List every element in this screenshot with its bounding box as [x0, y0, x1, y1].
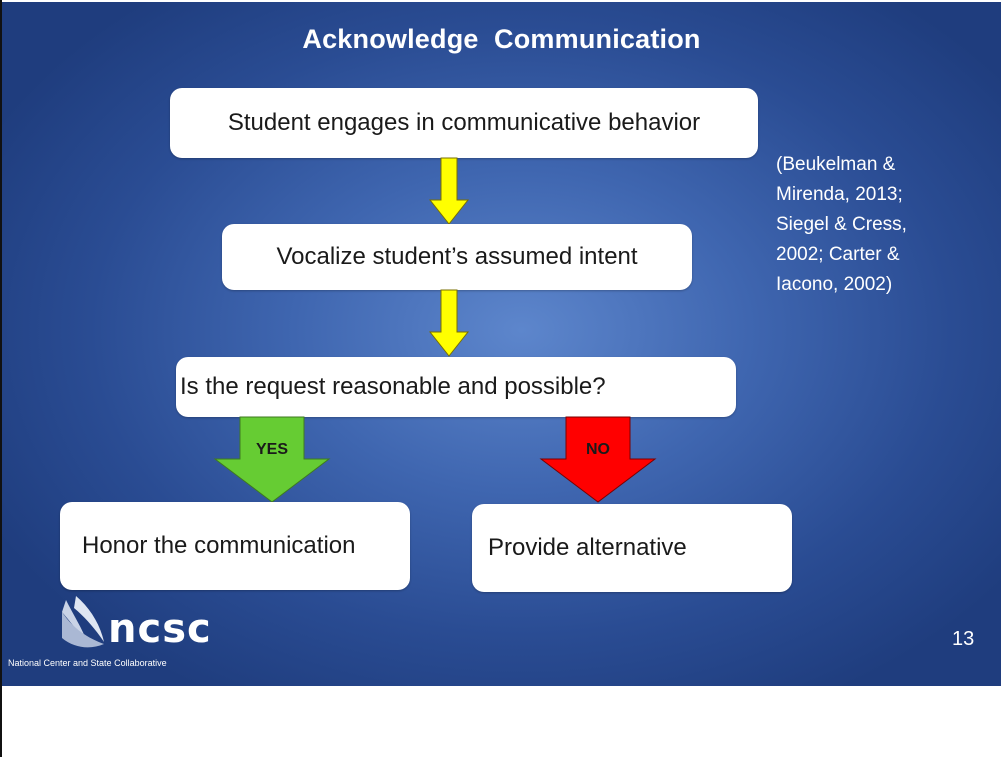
step-engages-box: Student engages in communicative behavio…: [170, 88, 758, 158]
step-vocalize-text: Vocalize student’s assumed intent: [276, 243, 638, 270]
logo-tagline: National Center and State Collaborative: [8, 658, 167, 668]
citation-line: (Beukelman &: [776, 154, 896, 175]
step-vocalize-box: Vocalize student’s assumed intent: [222, 224, 692, 290]
honor-communication-text: Honor the communication: [82, 532, 356, 559]
page-left-border: [0, 0, 2, 757]
citation-line: Iacono, 2002): [776, 274, 893, 295]
step-engages-text: Student engages in communicative behavio…: [227, 109, 701, 136]
citation: (Beukelman & Mirenda, 2013; Siegel & Cre…: [776, 150, 976, 300]
down-arrow-1: [428, 157, 470, 225]
down-arrow-2: [428, 289, 470, 357]
page-number: 13: [952, 628, 975, 650]
slide-title: Acknowledge Communication: [302, 24, 701, 54]
ncsc-logo-mark: [62, 596, 104, 648]
no-arrow: [539, 416, 657, 503]
provide-alternative-box: Provide alternative: [472, 504, 792, 592]
yes-arrow: [213, 416, 331, 503]
decision-question-text: Is the request reasonable and possible?: [180, 373, 606, 400]
slide: Acknowledge Communication Student engage…: [2, 2, 1001, 686]
logo-wordmark: ncsc: [108, 606, 212, 652]
yes-label: YES: [255, 441, 288, 458]
citation-line: Mirenda, 2013;: [776, 184, 903, 205]
decision-question-box: Is the request reasonable and possible?: [176, 357, 736, 417]
citation-line: 2002; Carter &: [776, 244, 900, 265]
citation-line: Siegel & Cress,: [776, 214, 907, 235]
honor-communication-box: Honor the communication: [60, 502, 410, 590]
no-label: NO: [586, 441, 610, 458]
provide-alternative-text: Provide alternative: [488, 534, 687, 561]
